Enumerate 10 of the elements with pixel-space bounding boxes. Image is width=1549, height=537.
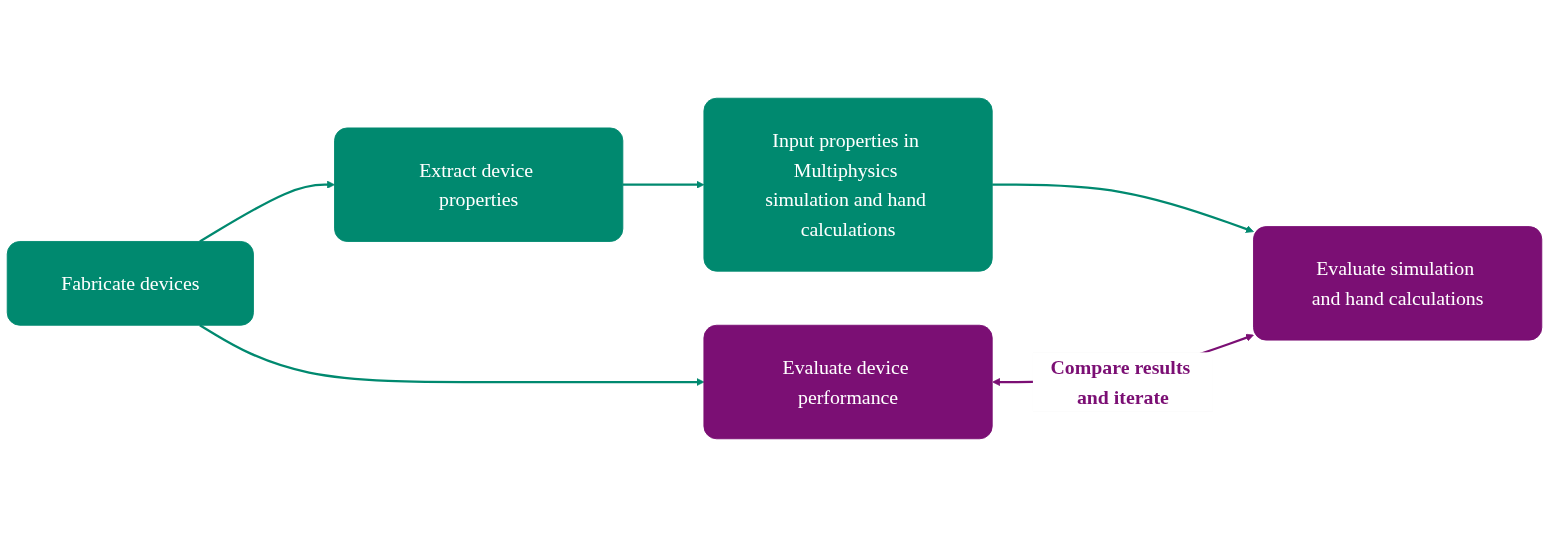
node-box: Evaluate simulation and hand calculations [1253, 226, 1543, 341]
arrow [992, 183, 1254, 233]
arrow [622, 180, 705, 189]
node-box: Extract device properties [334, 127, 624, 242]
arrow [199, 180, 335, 243]
node-box: Evaluate device performance [703, 324, 993, 440]
node-box: Input properties in Multiphysics simulation and hand calculations [703, 97, 993, 272]
edge-label: Compare results and iterate [1050, 355, 1191, 409]
node-box: Fabricate devices [6, 241, 254, 326]
arrow [199, 324, 705, 386]
